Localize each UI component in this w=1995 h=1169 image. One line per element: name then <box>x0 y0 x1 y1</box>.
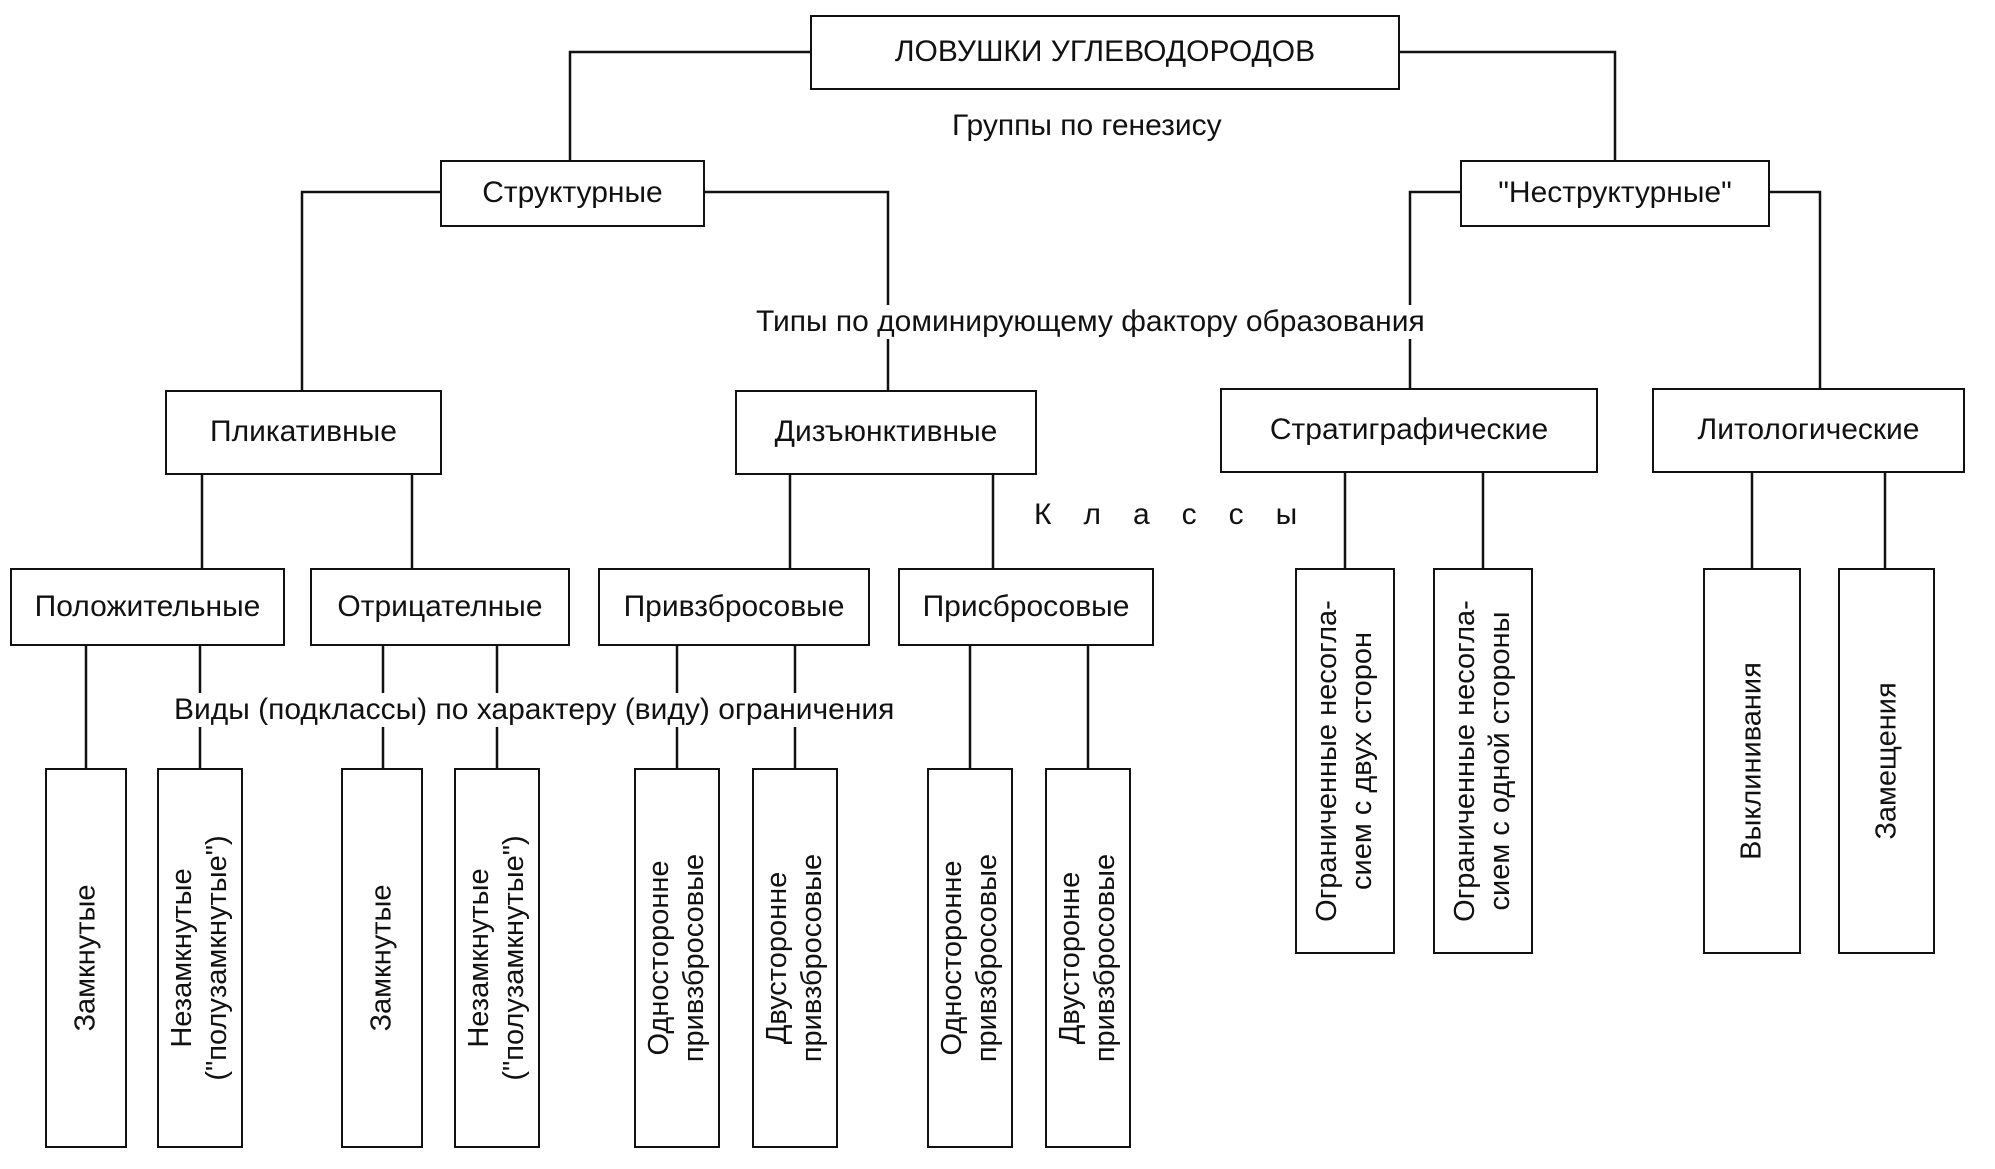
kind-line: Односторонне <box>643 860 676 1056</box>
kind-line: привзбросовые <box>796 853 828 1063</box>
class-thrust-label: Привзбросовые <box>623 589 845 623</box>
kind-line: ("полузамкнутые") <box>498 835 530 1081</box>
kind-line: привзбросовые <box>678 853 710 1063</box>
root-node: ЛОВУШКИ УГЛЕВОДОРОДОВ <box>810 15 1400 90</box>
kind-fault-two-sided-text: Двусторонне привзбросовые <box>1053 854 1123 1062</box>
kind-lith-wedge: Выклинивания <box>1703 568 1801 954</box>
class-positive-label: Положительные <box>34 589 261 623</box>
class-fault-label: Присбросовые <box>922 589 1130 623</box>
kind-negative-closed-text: Замкнутые <box>365 884 400 1031</box>
class-fault: Присбросовые <box>898 568 1154 646</box>
kind-positive-closed-text: Замкнутые <box>69 884 104 1031</box>
kind-line: Односторонне <box>936 860 969 1056</box>
type-lithologic-label: Литологические <box>1697 413 1920 447</box>
kind-line: сием с одной стороны <box>1484 611 1516 911</box>
kind-lith-wedge-text: Выклинивания <box>1735 662 1770 860</box>
group-nonstructural-label: "Неструктурные" <box>1498 176 1732 210</box>
class-positive: Положительные <box>10 568 285 646</box>
group-structural-label: Структурные <box>482 176 663 210</box>
kind-fault-one-sided-text: Односторонне привзбросовые <box>935 854 1005 1062</box>
kind-fault-two-sided: Двусторонне привзбросовые <box>1045 768 1131 1148</box>
kind-thrust-two-sided-text: Двусторонне привзбросовые <box>760 854 830 1062</box>
type-plicative-label: Пликативные <box>210 415 397 449</box>
kind-line: Двусторонне <box>761 871 794 1045</box>
kind-line: Замкнутые <box>69 884 102 1032</box>
kind-strat-two-sides: Ограниченные несогла- сием с двух сторон <box>1295 568 1395 954</box>
kind-line: привзбросовые <box>1089 853 1121 1063</box>
type-plicative: Пликативные <box>165 390 442 475</box>
kind-strat-two-sides-text: Ограниченные несогла- сием с двух сторон <box>1310 600 1380 922</box>
kind-thrust-two-sided: Двусторонне привзбросовые <box>752 768 838 1148</box>
type-disjunctive-label: Дизъюнктивные <box>774 415 998 449</box>
kind-negative-closed: Замкнутые <box>341 768 423 1148</box>
level-label-classes: Классы <box>1030 498 1334 532</box>
kind-positive-open-text: Незамкнутые ("полузамкнутые") <box>165 835 235 1080</box>
class-thrust: Привзбросовые <box>598 568 870 646</box>
kind-line: Ограниченные несогла- <box>1449 600 1482 922</box>
type-lithologic: Литологические <box>1652 388 1965 473</box>
group-structural: Структурные <box>440 160 705 227</box>
level-label-kinds: Виды (подклассы) по характеру (виду) огр… <box>170 693 899 727</box>
class-negative-label: Отрицателные <box>337 589 543 623</box>
kind-strat-one-side: Ограниченные несогла- сием с одной сторо… <box>1433 568 1533 954</box>
kind-positive-open: Незамкнутые ("полузамкнутые") <box>157 768 243 1148</box>
level-label-types: Типы по доминирующему фактору образовани… <box>752 305 1429 339</box>
type-disjunctive: Дизъюнктивные <box>735 390 1037 475</box>
kind-fault-one-sided: Односторонне привзбросовые <box>927 768 1013 1148</box>
level-label-groups: Группы по генезису <box>948 109 1226 143</box>
kind-line: Незамкнутые <box>166 868 199 1048</box>
kind-lith-replace-text: Замещения <box>1869 682 1904 839</box>
kind-line: Двусторонне <box>1054 871 1087 1045</box>
class-negative: Отрицателные <box>310 568 570 646</box>
kind-negative-open-text: Незамкнутые ("полузамкнутые") <box>462 835 532 1080</box>
kind-line: Замкнутые <box>365 884 398 1032</box>
group-nonstructural: "Неструктурные" <box>1460 160 1770 227</box>
type-stratigraphic-label: Стратиграфические <box>1269 413 1549 447</box>
kind-line: Выклинивания <box>1735 662 1768 860</box>
kind-line: сием с двух сторон <box>1346 632 1378 890</box>
kind-thrust-one-sided-text: Односторонне привзбросовые <box>642 854 712 1062</box>
kind-line: Ограниченные несогла- <box>1311 600 1344 922</box>
kind-line: Незамкнутые <box>463 868 496 1048</box>
kind-strat-one-side-text: Ограниченные несогла- сием с одной сторо… <box>1448 600 1518 922</box>
root-title: ЛОВУШКИ УГЛЕВОДОРОДОВ <box>894 35 1316 69</box>
kind-positive-closed: Замкнутые <box>45 768 127 1148</box>
kind-line: привзбросовые <box>971 853 1003 1063</box>
kind-line: ("полузамкнутые") <box>201 835 233 1081</box>
kind-negative-open: Незамкнутые ("полузамкнутые") <box>454 768 540 1148</box>
kind-thrust-one-sided: Односторонне привзбросовые <box>634 768 720 1148</box>
kind-lith-replace: Замещения <box>1838 568 1935 954</box>
type-stratigraphic: Стратиграфические <box>1220 388 1598 473</box>
kind-line: Замещения <box>1870 682 1903 840</box>
